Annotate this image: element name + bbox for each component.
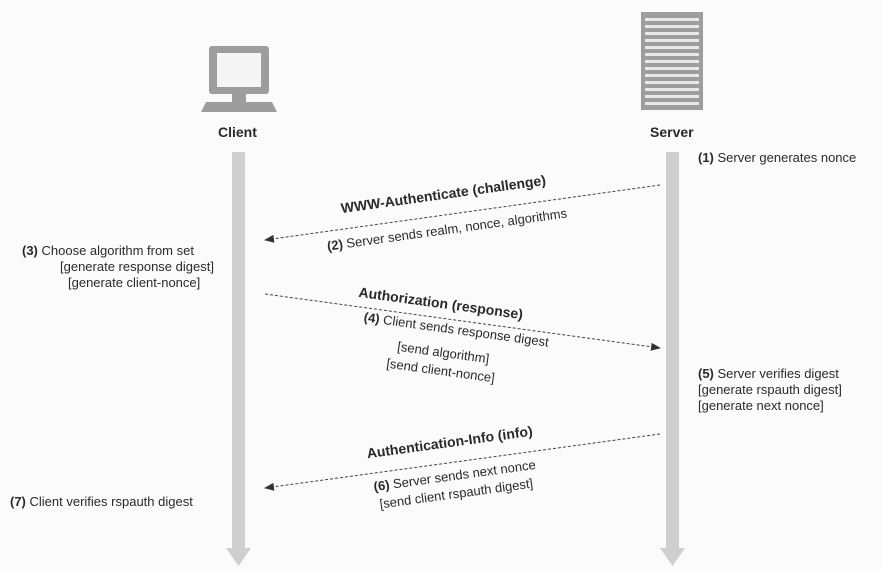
step-1-note: (1) Server generates nonce <box>698 150 856 166</box>
step-7-text: Client verifies rspauth digest <box>29 494 193 509</box>
challenge-arrow <box>264 184 661 243</box>
step-5-detail-1: [generate rspauth digest] <box>698 382 842 397</box>
step-5-note: (5) Server verifies digest <box>698 366 839 382</box>
step-3-text: Choose algorithm from set <box>41 243 194 258</box>
step-5-number: (5) <box>698 366 714 381</box>
server-lifeline <box>660 152 685 566</box>
step-5-detail-2: [generate next nonce] <box>698 398 824 413</box>
client-label: Client <box>218 124 257 140</box>
step-1-number: (1) <box>698 150 714 165</box>
response-arrow <box>264 293 661 351</box>
step-3-note: (3) Choose algorithm from set <box>22 243 194 259</box>
step-4-number: (4) <box>362 309 381 327</box>
step-3-detail-1: [generate response digest] <box>60 259 214 274</box>
step-3-number: (3) <box>22 243 38 258</box>
step-5-text: Server verifies digest <box>717 366 839 381</box>
server-icon <box>641 12 703 110</box>
step-1-text: Server generates nonce <box>717 150 857 165</box>
step-6-number: (6) <box>372 477 391 495</box>
step-2-number: (2) <box>326 236 344 254</box>
client-lifeline <box>226 152 251 566</box>
computer-icon <box>201 46 277 112</box>
step-7-note: (7) Client verifies rspauth digest <box>10 494 193 510</box>
step-7-number: (7) <box>10 494 26 509</box>
server-label: Server <box>650 124 694 140</box>
step-3-detail-2: [generate client-nonce] <box>68 275 201 290</box>
info-arrow <box>264 433 661 491</box>
